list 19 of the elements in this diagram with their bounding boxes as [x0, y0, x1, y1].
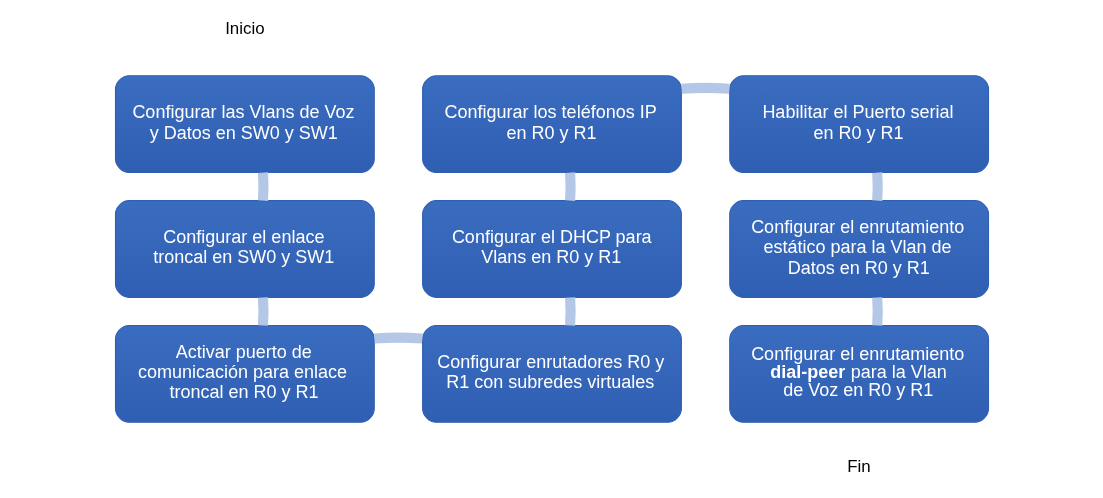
connector — [564, 172, 576, 201]
node-box: Configurar las Vlans de Voz y Datos en SW0 y SW1 — [114, 75, 375, 174]
node-box: Activar puerto de comunicación para enlace troncal en R0 y R1 — [114, 324, 375, 423]
connector — [680, 82, 730, 94]
label: Inicio — [224, 19, 265, 39]
node-box: Configurar enrutadores R0 y R1 con subredes virtuales — [421, 324, 682, 423]
node-box: Configurar los teléfonos IP en R0 y R1 — [421, 75, 682, 174]
connector — [564, 297, 576, 326]
connector — [373, 332, 423, 344]
node-box: Habilitar el Puerto serial en R0 y R1 — [728, 75, 989, 174]
connector — [871, 297, 883, 326]
connector — [257, 172, 268, 201]
connector — [257, 297, 268, 326]
node-box: Configurar el enrutamiento dial-peer para la Vlan de Voz en R0 y R1 — [728, 324, 989, 423]
node-box: Configurar el enlace troncal en SW0 y SW1 — [114, 200, 375, 298]
node-box: Configurar el enrutamiento estático para la Vlan de Datos en R0 y R1 — [728, 200, 989, 298]
node-box: Configurar el DHCP para Vlans en R0 y R1 — [421, 200, 682, 298]
label: Fin — [846, 456, 871, 476]
connector — [871, 172, 883, 201]
